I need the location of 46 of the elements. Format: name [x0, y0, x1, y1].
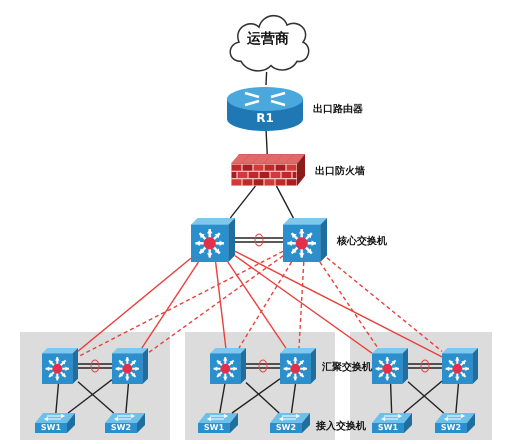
- device-label: 出口防火墙: [315, 164, 365, 178]
- cable-link: [390, 384, 392, 414]
- cable-link: [246, 382, 280, 414]
- cable-link: [298, 262, 304, 348]
- switch-name: SW1: [376, 423, 400, 433]
- cable-link: [238, 262, 292, 348]
- device-label: 接入交换机: [316, 419, 366, 433]
- cable-link: [148, 255, 284, 354]
- cable-link: [230, 186, 256, 218]
- cable-link: [125, 384, 130, 414]
- cable-link: [78, 250, 284, 358]
- switch-name: SW2: [110, 423, 132, 433]
- double-link: [234, 237, 284, 243]
- cable-link: [319, 262, 378, 348]
- cable-link: [408, 381, 444, 414]
- device-label: 核心交换机: [337, 234, 387, 248]
- cable-link: [227, 262, 286, 348]
- cable-link: [234, 255, 372, 354]
- cable-link: [455, 384, 460, 414]
- cable-link: [234, 250, 442, 358]
- cable-link: [403, 380, 442, 414]
- cable-link: [68, 379, 112, 414]
- device-label: 出口路由器: [313, 102, 363, 116]
- cable-link: [141, 262, 200, 348]
- cable-link: [276, 186, 294, 218]
- cable-link: [265, 130, 268, 154]
- switch-name: SW1: [40, 423, 62, 433]
- cable-link: [326, 257, 442, 352]
- cloud-label: 运营商: [246, 30, 290, 48]
- group-panel: [20, 332, 170, 440]
- router-name: R1: [255, 111, 275, 125]
- cable-link: [78, 258, 192, 352]
- cable-link: [219, 384, 226, 414]
- cable-link: [214, 262, 227, 348]
- cable-link: [55, 384, 60, 414]
- cable-link: [78, 381, 114, 414]
- switch-name: SW2: [440, 423, 462, 433]
- double-link: [245, 363, 281, 369]
- device-label: 汇聚交换机: [322, 360, 372, 374]
- double-link: [77, 363, 113, 369]
- cable-link: [290, 384, 296, 414]
- double-link: [407, 363, 443, 369]
- switch-name: SW1: [202, 423, 226, 433]
- cable-link: [232, 378, 280, 414]
- cable-link: [265, 72, 268, 86]
- switch-name: SW2: [274, 423, 298, 433]
